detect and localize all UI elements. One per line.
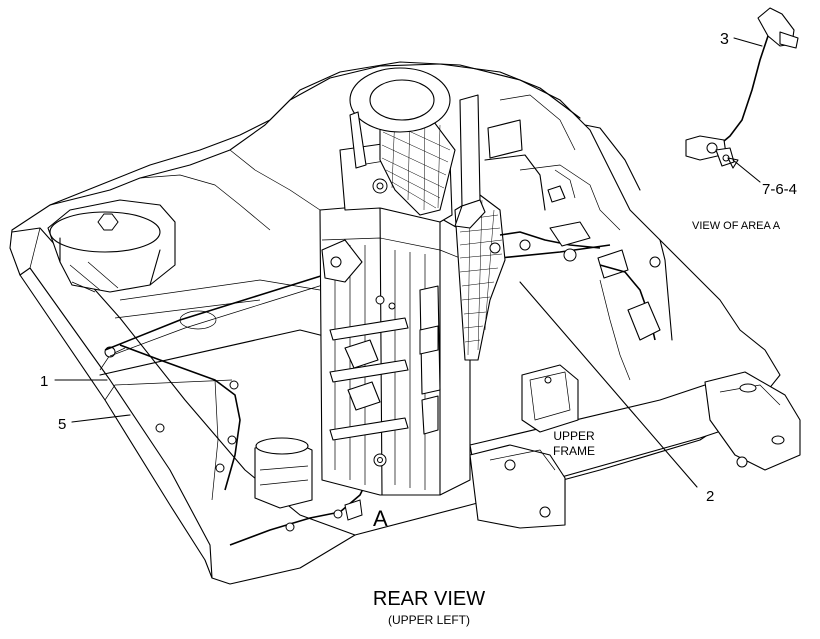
callout-2: 2 <box>706 488 714 505</box>
upper-frame-drawing <box>469 364 801 529</box>
frame-label-line2: FRAME <box>553 444 595 458</box>
callout-1: 1 <box>40 373 48 390</box>
frame-label-line1: UPPER <box>553 429 595 443</box>
callout-3: 3 <box>720 31 729 48</box>
area-a-label: A <box>373 506 388 531</box>
leader-lines <box>54 37 763 488</box>
engine-compartment-drawing <box>349 67 673 381</box>
detail-reference: 7-6-4 <box>762 181 797 198</box>
detail-view-area-a <box>685 7 799 167</box>
view-subtitle: (UPPER LEFT) <box>388 613 470 627</box>
detail-caption: VIEW OF AREA A <box>692 220 781 232</box>
callout-5: 5 <box>58 416 66 433</box>
view-title: REAR VIEW <box>373 588 485 610</box>
radiator-assembly <box>319 109 506 496</box>
